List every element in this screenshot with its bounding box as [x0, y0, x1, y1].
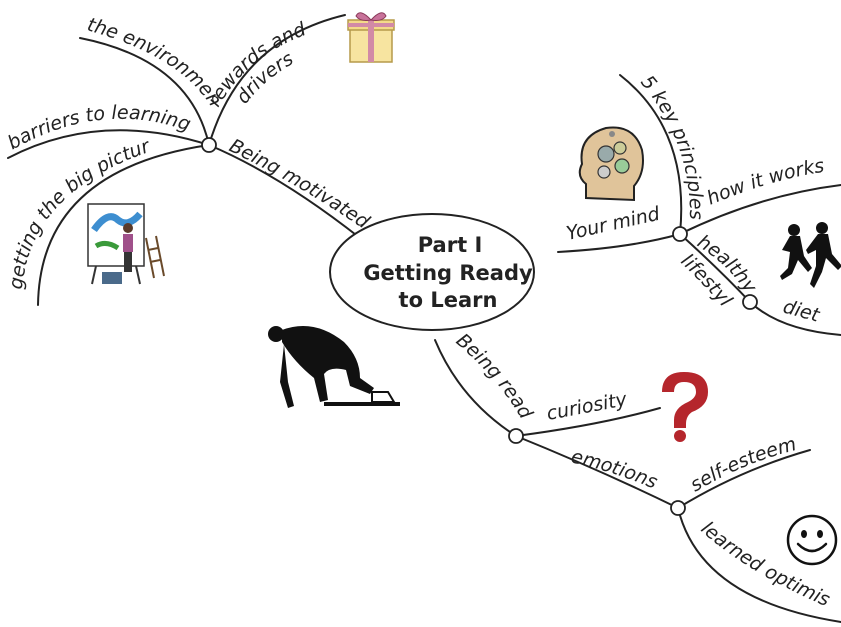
label-diet: diet	[781, 296, 824, 327]
label-emotions: emotions	[569, 445, 661, 493]
junction-healthy	[742, 294, 758, 310]
branch-lines	[7, 14, 841, 623]
label-the-environment: the environment	[0, 0, 226, 110]
head-gears-icon	[578, 126, 644, 202]
junction-motivated	[201, 137, 217, 153]
junction-ready	[508, 428, 524, 444]
center-line-3: to Learn	[399, 288, 498, 312]
painter-icon	[87, 203, 165, 285]
label-your-mind: Your mind	[564, 203, 662, 245]
runners-icon	[780, 222, 841, 288]
central-topic: Part I Getting Ready to Learn	[329, 213, 535, 331]
label-self-esteem: self-esteem	[686, 433, 798, 496]
junction-emotions	[670, 500, 686, 516]
sprinter-icon	[268, 326, 400, 408]
center-line-2: Getting Ready	[363, 261, 533, 285]
gift-icon	[347, 12, 395, 63]
question-mark-icon	[662, 372, 708, 442]
junction-mind	[672, 226, 688, 242]
center-line-1: Part I	[418, 233, 483, 257]
smiley-icon	[786, 514, 838, 566]
label-being-motivated: Being motivated	[226, 135, 374, 234]
junction-nodes	[201, 137, 758, 516]
